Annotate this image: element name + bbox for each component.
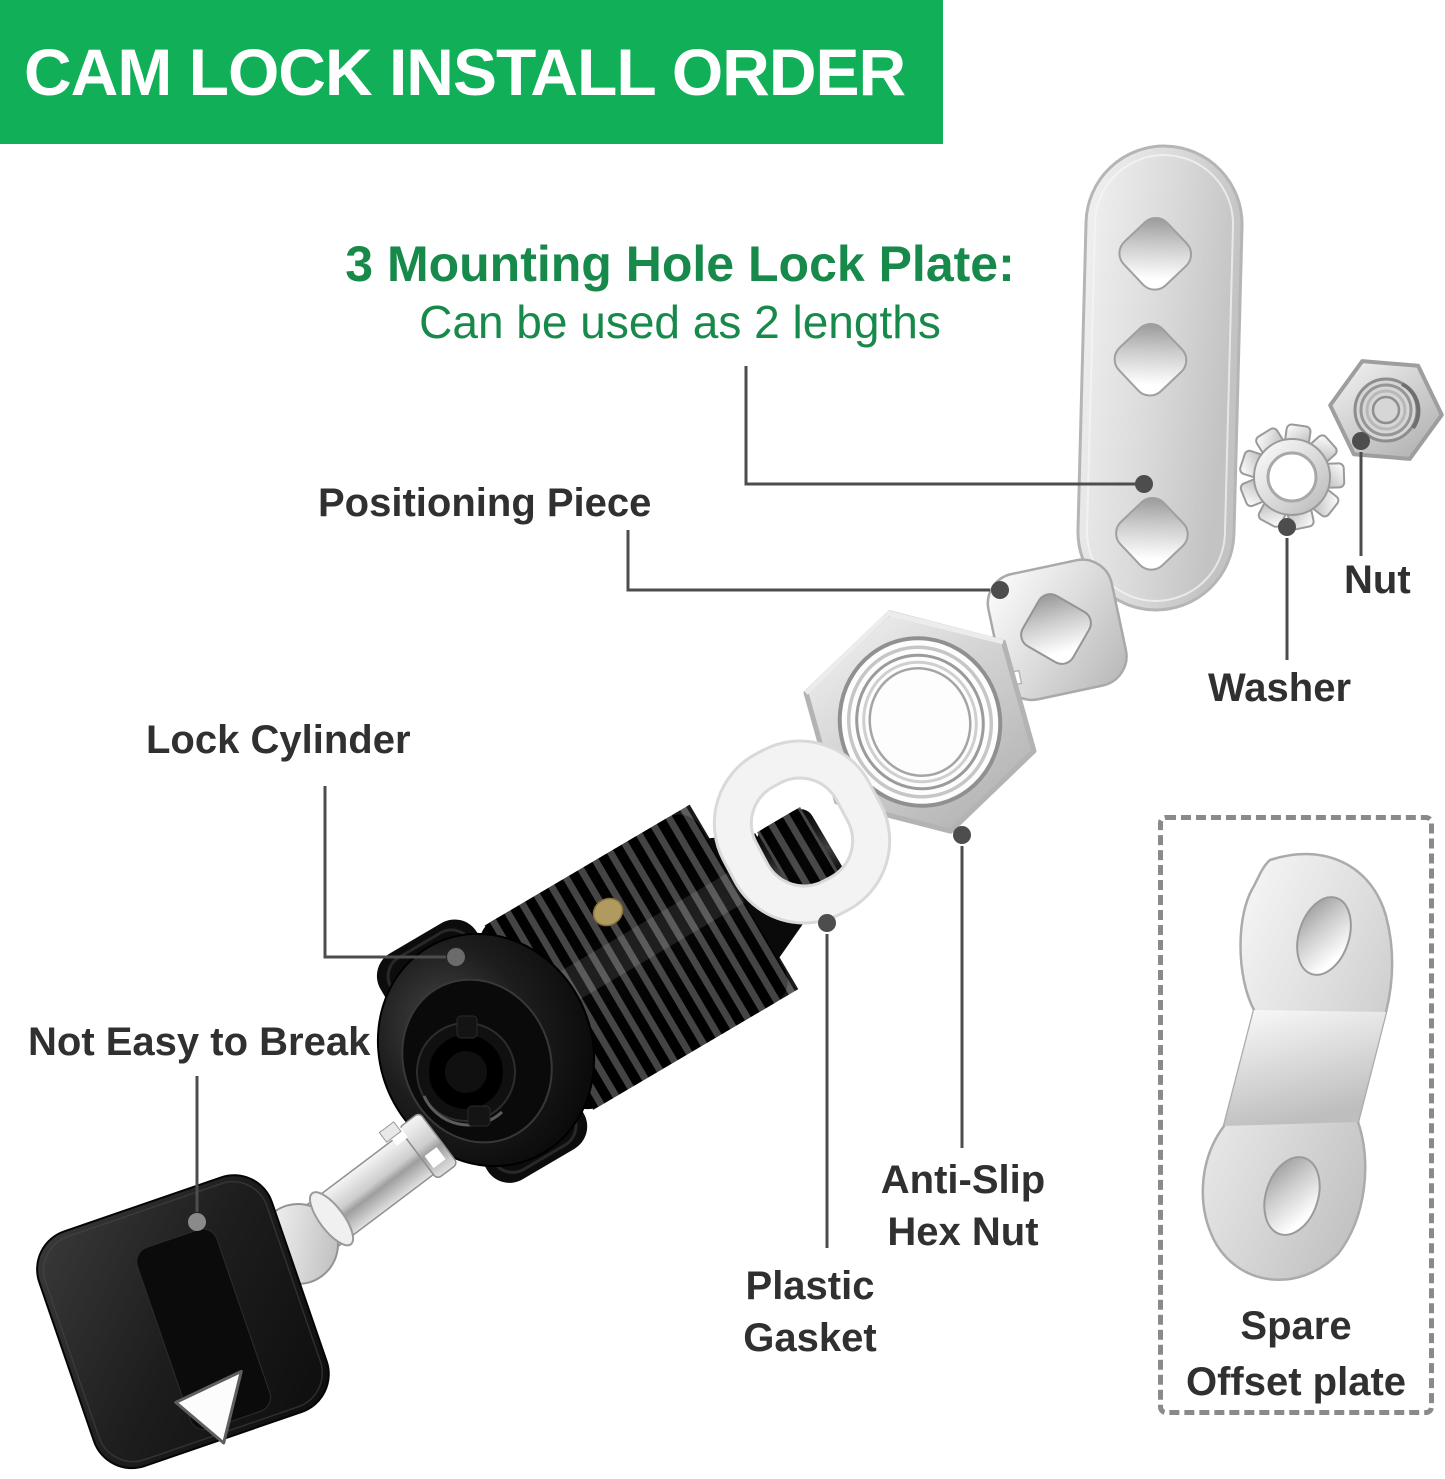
label-spare-line1: Spare — [1240, 1304, 1352, 1348]
spare-offset-plate-image — [1201, 852, 1394, 1281]
label-plastic-line1: Plastic — [745, 1264, 875, 1308]
spare-plate-dashed-box — [1158, 815, 1434, 1415]
label-spare-offset-plate: Spare Offset plate — [1171, 1298, 1421, 1410]
key-image — [36, 1113, 457, 1470]
label-lock-cylinder: Lock Cylinder — [146, 718, 411, 762]
label-anti-slip-line1: Anti-Slip — [880, 1158, 1046, 1202]
leader-lock-cylinder — [323, 786, 446, 959]
page-title: CAM LOCK INSTALL ORDER — [24, 35, 906, 109]
title-banner: CAM LOCK INSTALL ORDER — [0, 0, 943, 144]
heading-line1: 3 Mounting Hole Lock Plate: — [345, 236, 1015, 292]
hex-nut-small-image — [1328, 359, 1444, 461]
label-plastic-gasket: Plastic Gasket — [710, 1260, 910, 1364]
star-washer-image — [1239, 423, 1346, 531]
leader-lock-plate — [744, 366, 1136, 486]
label-anti-slip-line2: Hex Nut — [887, 1210, 1039, 1254]
lock-plate-heading: 3 Mounting Hole Lock Plate: Can be used … — [280, 234, 1080, 350]
leader-dots — [188, 432, 1370, 1231]
label-spare-line2: Offset plate — [1185, 1360, 1407, 1404]
heading-line2: Can be used as 2 lengths — [419, 296, 941, 348]
leader-positioning-piece — [626, 530, 990, 592]
brass-pin-dot — [592, 897, 624, 927]
label-not-easy-to-break: Not Easy to Break — [28, 1020, 371, 1064]
leader-lines — [195, 366, 1363, 1248]
label-nut: Nut — [1344, 558, 1411, 602]
key-triangle-hole — [174, 1369, 243, 1445]
lock-cylinder-image — [376, 804, 850, 1183]
label-anti-slip-hex-nut: Anti-Slip Hex Nut — [863, 1154, 1063, 1258]
label-positioning-piece: Positioning Piece — [318, 481, 652, 525]
label-washer: Washer — [1208, 666, 1352, 710]
lock-plate-image — [1076, 144, 1244, 612]
label-plastic-line2: Gasket — [743, 1316, 877, 1360]
plastic-gasket-image — [712, 739, 892, 925]
